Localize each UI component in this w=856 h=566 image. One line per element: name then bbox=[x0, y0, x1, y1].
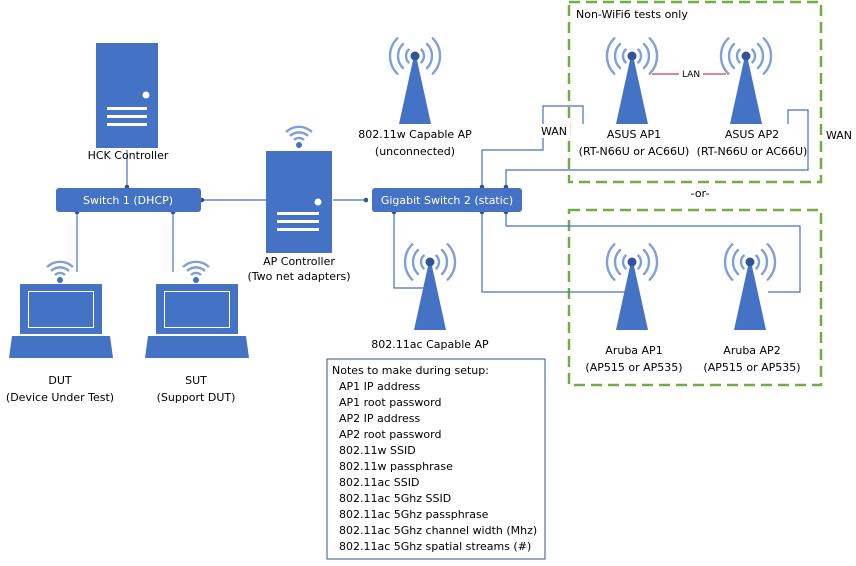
wan-left-label: WAN bbox=[541, 125, 567, 138]
ap-controller-label-line1: AP Controller bbox=[263, 255, 335, 268]
ap-11ac-antenna-icon bbox=[403, 243, 457, 330]
notes-item: 802.11w SSID bbox=[339, 444, 416, 457]
asus-ap1-antenna-icon bbox=[605, 37, 659, 124]
sut-label-line2: (Support DUT) bbox=[157, 391, 236, 404]
dut-laptop-icon bbox=[9, 284, 113, 358]
asus-ap2-label-line1: ASUS AP2 bbox=[725, 128, 779, 141]
hck-controller-server-icon bbox=[96, 43, 158, 148]
notes-item: 802.11ac 5Ghz SSID bbox=[339, 492, 451, 505]
aruba-ap1-label-line2: (AP515 or AP535) bbox=[585, 361, 682, 374]
hck-controller-label: HCK Controller bbox=[88, 149, 169, 162]
notes-item: AP2 IP address bbox=[339, 412, 421, 425]
notes-item: 802.11ac 5Ghz spatial streams (#) bbox=[339, 540, 531, 553]
sut-wifi-icon bbox=[181, 260, 211, 277]
notes-item: 802.11ac 5Ghz channel width (Mhz) bbox=[339, 524, 537, 537]
notes-box bbox=[326, 358, 546, 560]
or-separator: -or- bbox=[691, 187, 710, 200]
aruba-ap2-antenna-icon bbox=[723, 243, 777, 330]
notes-list: AP1 IP address AP1 root password AP2 IP … bbox=[339, 380, 537, 553]
switch2-label: Gigabit Switch 2 (static) bbox=[381, 194, 513, 207]
group-frame-bottom bbox=[567, 208, 823, 387]
asus-ap2-label-line2: (RT-N66U or AC66U) bbox=[697, 145, 808, 158]
group-frame-top bbox=[567, 0, 823, 184]
aruba-ap1-label-line1: Aruba AP1 bbox=[605, 344, 662, 357]
notes-item: 802.11w passphrase bbox=[339, 460, 453, 473]
asus-ap2-antenna-icon bbox=[719, 37, 773, 124]
dut-label-line2: (Device Under Test) bbox=[6, 391, 114, 404]
switch1-label: Switch 1 (DHCP) bbox=[83, 194, 173, 207]
aruba-ap1-antenna-icon bbox=[605, 243, 659, 330]
connection-lines bbox=[76, 105, 809, 293]
sut-laptop-icon bbox=[145, 284, 249, 358]
ap-controller-server-icon bbox=[266, 151, 332, 253]
group-top-title: Non-WiFi6 tests only bbox=[576, 8, 688, 21]
notes-item: AP1 root password bbox=[339, 396, 441, 409]
ap-11w-antenna-icon bbox=[388, 37, 442, 124]
notes-title: Notes to make during setup: bbox=[332, 364, 489, 377]
notes-item: 802.11ac 5Ghz passphrase bbox=[339, 508, 489, 521]
switch1-box bbox=[56, 188, 201, 212]
notes-item: AP2 root password bbox=[339, 428, 441, 441]
switch2-box bbox=[372, 188, 522, 212]
notes-item: 802.11ac SSID bbox=[339, 476, 419, 489]
ap-controller-wifi-icon bbox=[284, 125, 314, 142]
asus-ap1-label-line2: (RT-N66U or AC66U) bbox=[579, 145, 690, 158]
sut-label-line1: SUT bbox=[185, 374, 207, 387]
dut-label-line1: DUT bbox=[48, 374, 72, 387]
ap-11w-label-line1: 802.11w Capable AP bbox=[358, 128, 472, 141]
dut-wifi-icon bbox=[45, 260, 75, 277]
wan-right-label: WAN bbox=[826, 129, 852, 142]
asus-ap1-label-line1: ASUS AP1 bbox=[607, 128, 661, 141]
lan-label: LAN bbox=[682, 70, 700, 80]
ap-11w-label-line2: (unconnected) bbox=[375, 145, 455, 158]
ap-11ac-label: 802.11ac Capable AP bbox=[371, 338, 489, 351]
notes-item: AP1 IP address bbox=[339, 380, 421, 393]
aruba-ap2-label-line1: Aruba AP2 bbox=[723, 344, 780, 357]
aruba-ap2-label-line2: (AP515 or AP535) bbox=[703, 361, 800, 374]
ap-controller-label-line2: (Two net adapters) bbox=[247, 270, 350, 283]
